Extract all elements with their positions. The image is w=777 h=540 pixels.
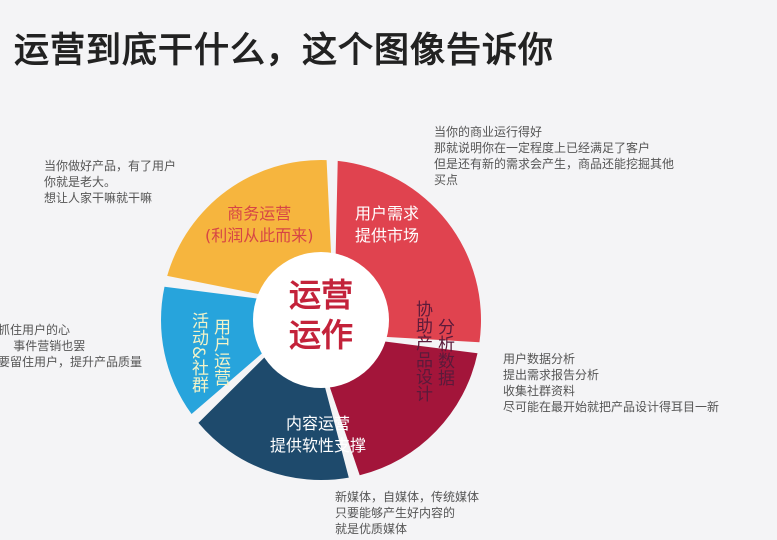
note-top-right: 当你的商业运行得好 那就说明你在一定程度上已经满足了客户 但是还有新的需求会产生… xyxy=(434,125,675,187)
segment-business-label: 商务运营 (利润从此而来) xyxy=(205,204,314,245)
center-label: 运营 运作 xyxy=(288,276,353,354)
segment-user-ops xyxy=(160,286,269,415)
segment-data-label2: 协助产品设计 xyxy=(412,300,432,402)
note-right: 用户数据分析 提出需求报告分析 收集社群资料 尽可能在最开始就把产品设计得耳目一… xyxy=(503,352,720,414)
segment-user-ops-label: 用户运营 xyxy=(210,318,230,386)
segment-community-label: 活动&社群 xyxy=(188,312,208,394)
segment-user-demand xyxy=(335,160,481,343)
segment-content-label: 内容运营 提供软性支撑 xyxy=(270,414,367,455)
segment-data-label: 分析数据 xyxy=(434,318,454,386)
center-circle xyxy=(253,252,389,388)
segment-user-demand-label: 用户需求 提供市场 xyxy=(355,204,420,245)
page-title: 运营到底干什么，这个图像告诉你 xyxy=(14,31,555,71)
note-left: 抓住用户的心 事件营销也罢 要留住用户，提升产品质量 xyxy=(0,323,143,369)
note-top-left: 当你做好产品，有了用户 你就是老大。 想让人家干嘛就干嘛 xyxy=(44,159,177,205)
note-bottom: 新媒体，自媒体，传统媒体 只要能够产生好内容的 就是优质媒体 xyxy=(335,490,480,536)
segment-data xyxy=(327,340,478,476)
